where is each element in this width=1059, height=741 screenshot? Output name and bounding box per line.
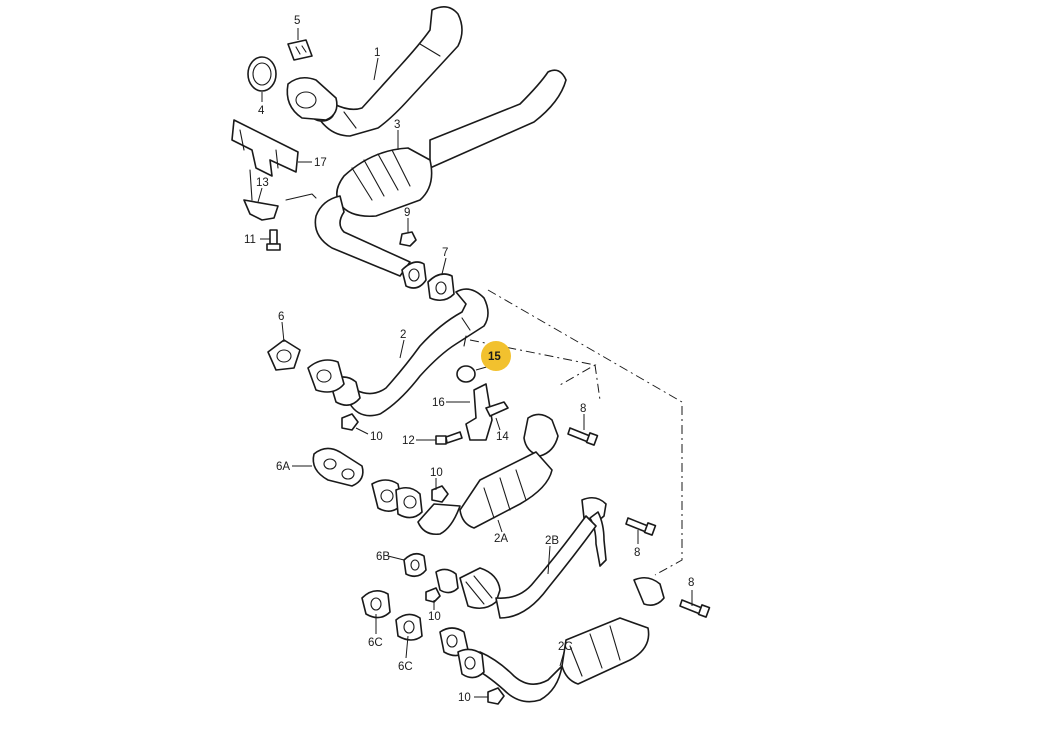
- label-8-c: 8: [688, 577, 694, 589]
- part-7-gaskets: [401, 261, 455, 302]
- label-10-b: 10: [430, 467, 443, 479]
- label-6a: 6A: [276, 461, 290, 473]
- label-12: 12: [402, 435, 415, 447]
- label-6: 6: [278, 311, 284, 323]
- label-14: 14: [496, 431, 509, 443]
- part-6a-gasket: [312, 447, 364, 487]
- part-6c-gasket-2: [395, 613, 423, 641]
- label-13: 13: [256, 177, 269, 189]
- label-10-a: 10: [370, 431, 383, 443]
- label-3: 3: [394, 119, 400, 131]
- part-labels: 5 1 4 3 17 13 11 9 7 6 2 15 16 10 12 14 …: [244, 15, 694, 704]
- part-8-bolt-3: [679, 599, 711, 618]
- label-2b: 2B: [545, 535, 559, 547]
- part-10-nut-middle: [431, 485, 449, 503]
- label-2a: 2A: [494, 533, 508, 545]
- part-17-bracket: [231, 119, 299, 177]
- part-6c-gasket-1: [361, 590, 391, 619]
- part-2-exhaust-pipe: [307, 288, 489, 417]
- leader-lines: [257, 28, 693, 698]
- label-6c-b: 6C: [398, 661, 413, 673]
- label-9: 9: [404, 207, 410, 219]
- part-9-nut: [399, 231, 417, 247]
- part-4-sealing-ring: [247, 56, 277, 92]
- label-6c-a: 6C: [368, 637, 383, 649]
- label-8-a: 8: [580, 403, 586, 415]
- part-15-rubber-mount: [456, 365, 476, 383]
- label-10-d: 10: [458, 692, 471, 704]
- part-2a-exhaust-pipe: [371, 413, 559, 536]
- part-11-bolt: [266, 229, 281, 251]
- highlight-marker: [481, 341, 511, 371]
- assembly-guide-lines: [469, 289, 683, 576]
- label-5: 5: [294, 15, 300, 27]
- label-16: 16: [432, 397, 445, 409]
- label-4: 4: [258, 105, 265, 117]
- part-2b-exhaust-pipe: [435, 496, 607, 619]
- label-10-c: 10: [428, 611, 441, 623]
- label-7: 7: [442, 247, 448, 259]
- part-3-catalytic-converter: [314, 69, 567, 277]
- label-2: 2: [400, 329, 406, 341]
- part-6-gasket: [267, 339, 301, 371]
- part-8-bolt-1: [567, 427, 599, 446]
- part-1-front-pipe: [286, 6, 463, 137]
- label-8-b: 8: [634, 547, 640, 559]
- part-2c-exhaust-pipe: [439, 576, 665, 703]
- label-11: 11: [244, 234, 256, 246]
- part-8-bolt-2: [625, 517, 657, 536]
- part-14-bolt: [485, 401, 509, 417]
- part-10-nut-bottom: [487, 687, 505, 705]
- part-16-bracket: [465, 383, 493, 441]
- part-10-nut-lower: [425, 587, 441, 603]
- label-17: 17: [314, 157, 327, 169]
- label-6b: 6B: [376, 551, 390, 563]
- label-1: 1: [374, 47, 380, 59]
- part-10-nut-upper: [341, 413, 359, 431]
- part-12-bolt: [435, 431, 463, 445]
- part-13-hanger: [243, 169, 317, 221]
- label-15: 15: [488, 351, 501, 363]
- part-5-clip: [287, 39, 313, 61]
- part-6b-gasket: [403, 552, 427, 578]
- label-2c: 2C: [558, 641, 573, 653]
